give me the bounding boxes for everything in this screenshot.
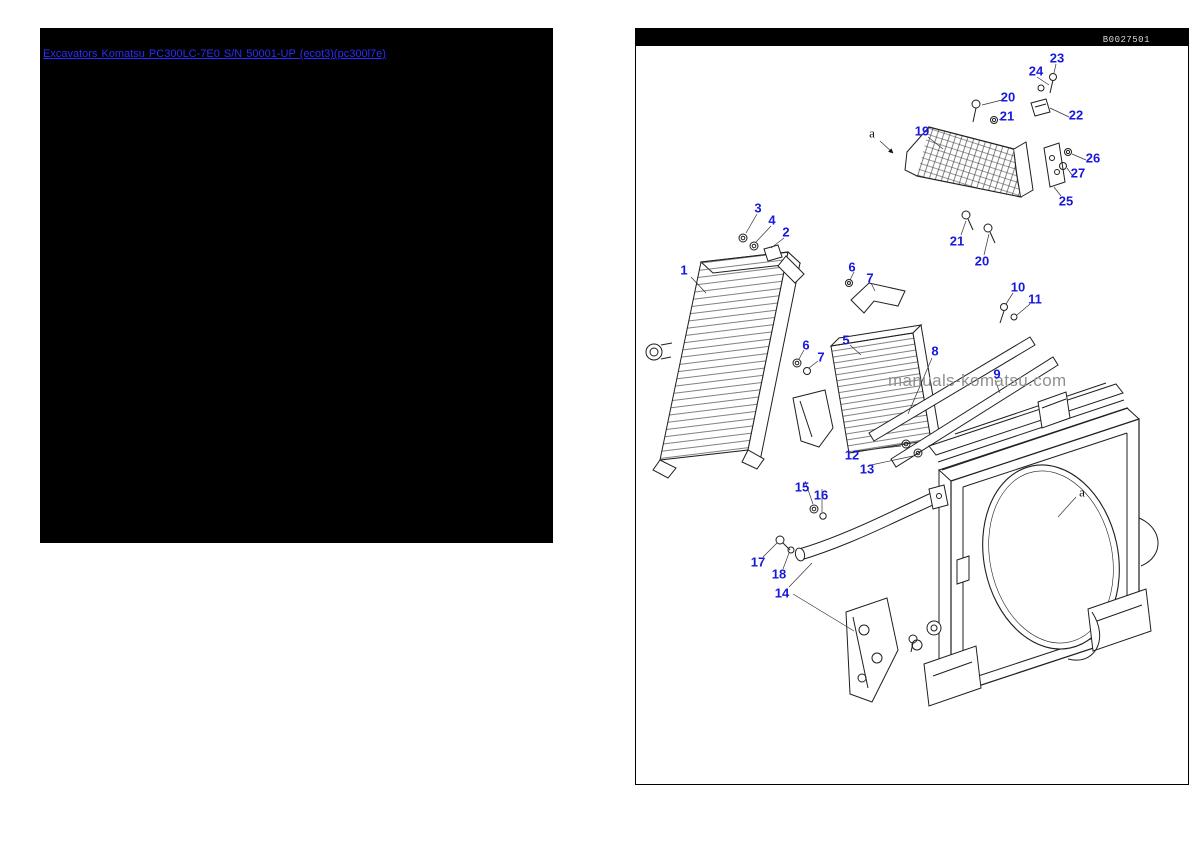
- model-title-link[interactable]: Excavators Komatsu PC300LC-7E0 S/N 50001…: [43, 48, 386, 60]
- watermark-text: manuals-komatsu.com: [888, 371, 1067, 390]
- figure-code: B0027501: [1102, 35, 1150, 45]
- diagram-header-bar: B0027501: [636, 29, 1188, 46]
- catalog-nav-panel: Excavators Komatsu PC300LC-7E0 S/N 50001…: [40, 28, 553, 543]
- parts-diagram-panel: B0027501: [635, 28, 1189, 785]
